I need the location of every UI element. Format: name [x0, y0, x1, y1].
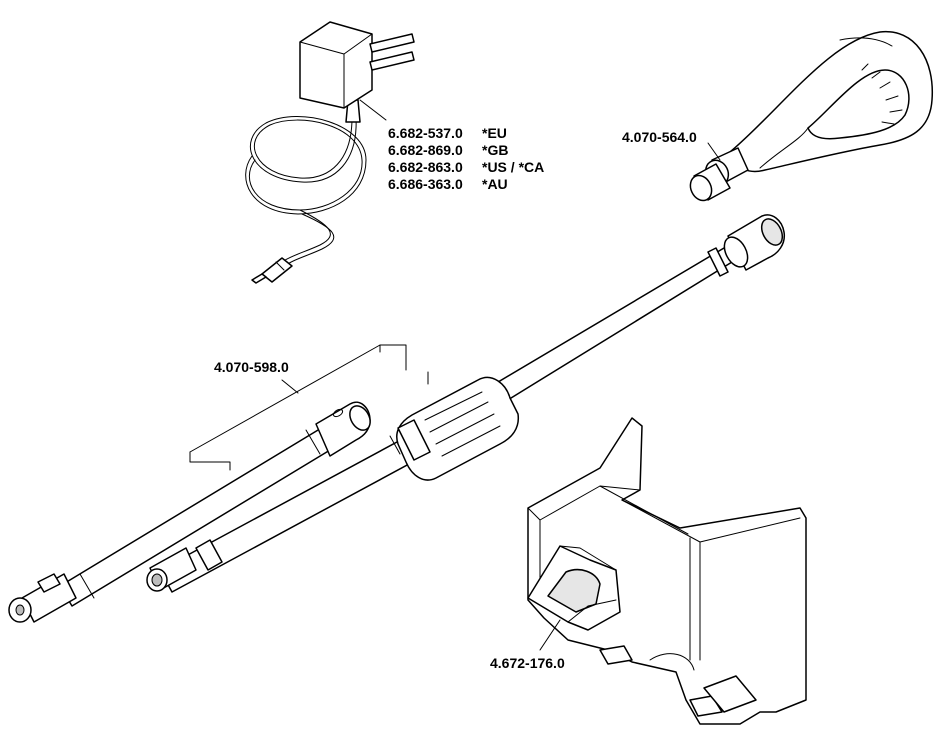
extension-tube-bracket [189, 344, 429, 471]
charger-label-group: 6.682-537.0 *EU 6.682-869.0 *GB 6.682-86… [388, 125, 544, 192]
extension-tube [8, 401, 371, 623]
main-lance [146, 214, 786, 593]
charger-region-1: *EU [482, 125, 507, 141]
extension-tube-code: 4.070-598.0 [214, 359, 289, 375]
charger-code-1: 6.682-537.0 [388, 125, 463, 141]
wall-holder [527, 417, 807, 725]
power-adapter [245, 21, 415, 284]
handle [689, 31, 934, 202]
charger-code-2: 6.682-869.0 [388, 142, 463, 158]
charger-region-2: *GB [482, 142, 508, 158]
handle-code: 4.070-564.0 [622, 129, 697, 145]
charger-region-3: *US / *CA [482, 159, 544, 175]
charger-code-3: 6.682-863.0 [388, 159, 463, 175]
holder-code: 4.672-176.0 [490, 655, 565, 671]
charger-code-4: 6.686-363.0 [388, 176, 463, 192]
charger-region-4: *AU [482, 176, 508, 192]
